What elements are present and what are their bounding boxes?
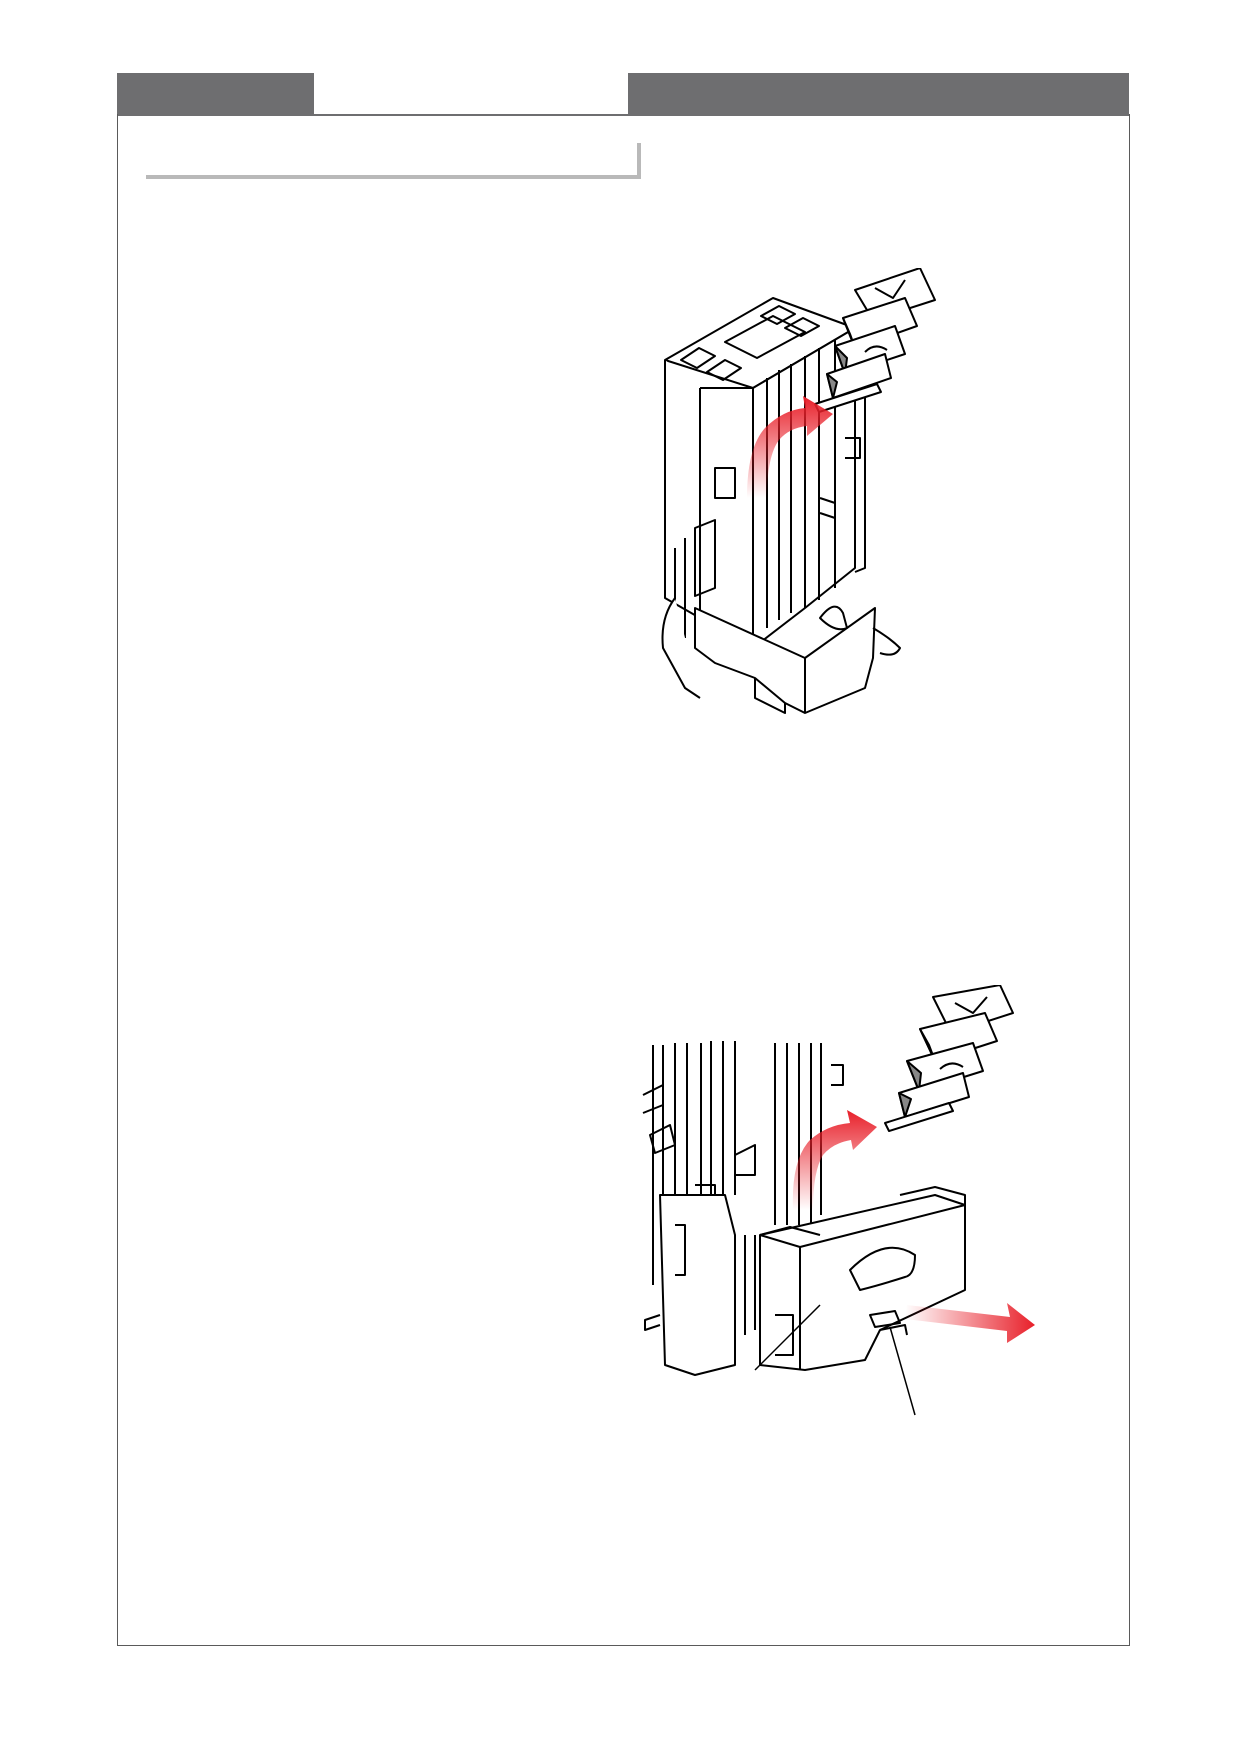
arrow-up-icon: [747, 396, 833, 498]
validator-unit: [642, 1041, 966, 1416]
banknote-stack-icon: [884, 985, 1014, 1132]
arrow-right-icon: [905, 1303, 1035, 1343]
header-tab-active[interactable]: [314, 73, 628, 116]
banknote-stack-icon: [814, 268, 936, 413]
header-bar-left: [117, 73, 314, 116]
arrow-up-icon: [792, 1110, 877, 1210]
illustration-validator-removal: [661, 268, 936, 714]
header-bar-right: [628, 73, 1129, 116]
illustration-cashbox-removal: [642, 985, 1035, 1416]
section-title-box: [146, 143, 641, 179]
page-frame: [117, 114, 1130, 1646]
